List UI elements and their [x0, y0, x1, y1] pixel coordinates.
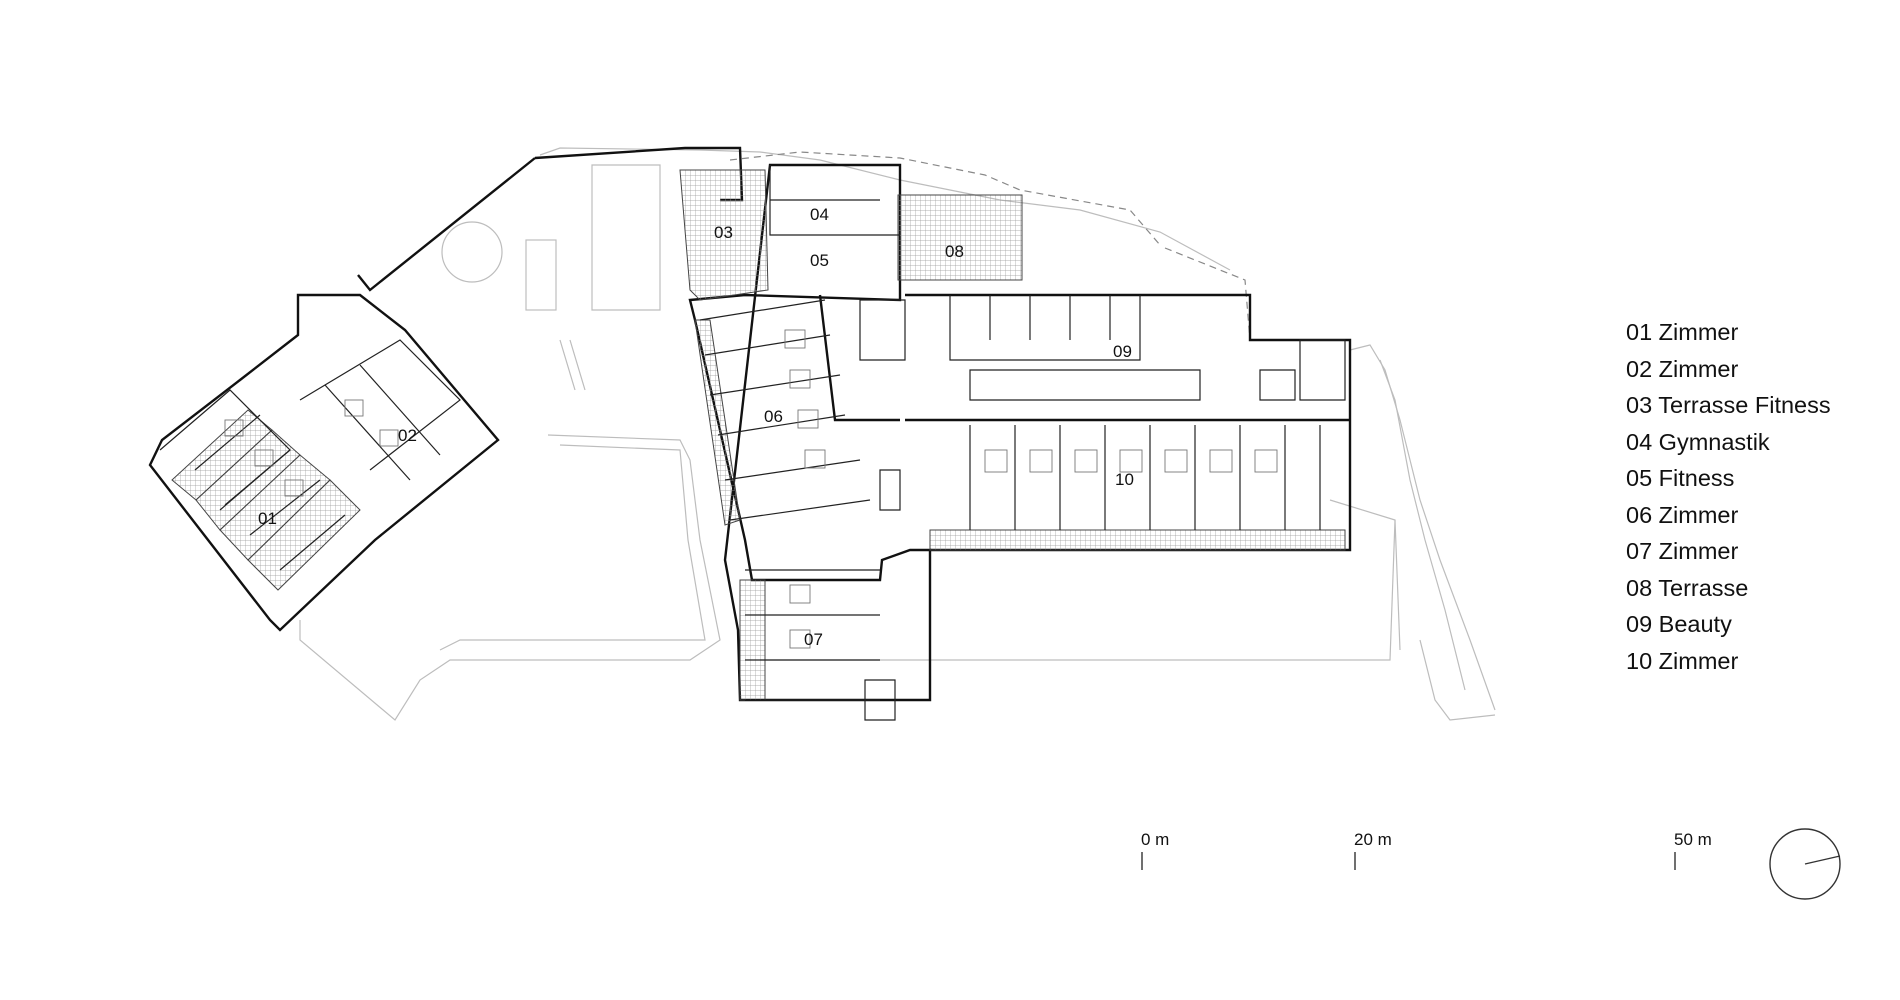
room-label-07: 07 — [804, 630, 823, 649]
hatched-terraces — [171, 169, 1346, 701]
legend-item: 05 Fitness — [1626, 465, 1735, 491]
scale-tick-20m: 20 m — [1354, 830, 1392, 849]
legend-item: 01 Zimmer — [1626, 319, 1739, 345]
scale-tick-50m: 50 m — [1674, 830, 1712, 849]
room-label-06: 06 — [764, 407, 783, 426]
legend-item: 08 Terrasse — [1626, 574, 1749, 601]
legend: 01 Zimmer 02 Zimmer 03 Terrasse Fitness … — [1626, 314, 1831, 679]
room-labels: 01 02 03 04 05 06 07 08 09 10 — [258, 205, 1134, 649]
legend-item: 07 Zimmer — [1626, 538, 1739, 564]
terrain-edge — [729, 151, 1251, 341]
furniture — [224, 329, 1278, 649]
legend-item: 09 Beauty — [1626, 611, 1732, 637]
legend-item: 06 Zimmer — [1626, 501, 1739, 528]
room-label-02: 02 — [398, 426, 417, 445]
room-partitions — [159, 165, 1346, 721]
legend-item: 10 Zimmer — [1626, 647, 1739, 674]
legend-item: 02 Zimmer — [1626, 355, 1739, 382]
room-label-10: 10 — [1115, 470, 1134, 489]
scale-bar: 0 m 20 m 50 m — [1141, 830, 1712, 870]
room-label-09: 09 — [1113, 342, 1132, 361]
legend-item: 04 Gymnastik — [1626, 428, 1770, 455]
legend-item: 03 Terrasse Fitness — [1626, 392, 1831, 418]
room-label-04: 04 — [810, 205, 829, 224]
scale-tick-0m: 0 m — [1141, 830, 1169, 849]
room-label-08: 08 — [945, 242, 964, 261]
room-label-01: 01 — [258, 509, 277, 528]
room-label-05: 05 — [810, 251, 829, 270]
north-arrow-icon — [1769, 828, 1841, 900]
room-label-03: 03 — [714, 223, 733, 242]
site-outline — [299, 147, 1496, 721]
